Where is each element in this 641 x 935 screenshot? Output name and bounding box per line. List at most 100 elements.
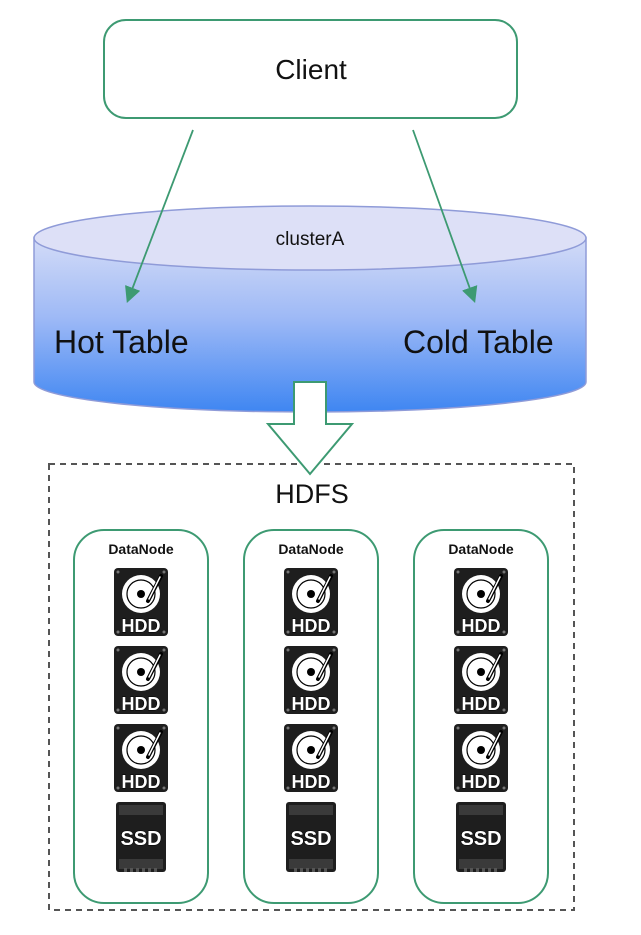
datanode-label: DataNode xyxy=(278,541,344,557)
hdd-spindle xyxy=(137,668,145,676)
storage-down-arrow-icon xyxy=(265,381,355,476)
hdd-read-arm-highlight xyxy=(148,576,161,600)
hard-disk-drive-icon: HDD xyxy=(284,646,338,715)
hdd-screw xyxy=(456,786,460,790)
hard-disk-drive-icon: HDD xyxy=(114,568,168,637)
cold-table-label: Cold Table xyxy=(403,324,554,360)
hdd-screw xyxy=(116,708,120,712)
hdd-screw xyxy=(502,630,506,634)
hdd-screw xyxy=(286,630,290,634)
ssd-connector-pin xyxy=(142,868,145,872)
ssd-connector-pin xyxy=(470,868,473,872)
hdd-spindle xyxy=(307,668,315,676)
ssd-top-strip xyxy=(119,805,163,815)
datanode-box xyxy=(243,529,379,904)
ssd-connector-pin xyxy=(318,868,321,872)
hdd-text: HDD xyxy=(122,616,161,636)
datanode-label: DataNode xyxy=(108,541,174,557)
cluster-name-label: clusterA xyxy=(276,229,345,250)
ssd-connector-pin xyxy=(312,868,315,872)
ssd-connector-pin xyxy=(154,868,157,872)
hdd-screw xyxy=(456,648,460,652)
hdd-screw xyxy=(162,708,166,712)
hdd-screw xyxy=(162,786,166,790)
hdd-platter-ring xyxy=(126,579,156,609)
hdd-text: HDD xyxy=(292,616,331,636)
ssd-body xyxy=(286,802,336,872)
hdd-screw xyxy=(162,570,166,574)
hdd-screw xyxy=(502,786,506,790)
hard-disk-drive-icon: HDD xyxy=(454,646,508,715)
hdd-text: HDD xyxy=(292,772,331,792)
hdd-read-arm-highlight xyxy=(318,654,331,678)
hdd-screw xyxy=(502,708,506,712)
ssd-top-strip xyxy=(459,805,503,815)
ssd-connector-pin xyxy=(294,868,297,872)
hdd-read-arm-highlight xyxy=(318,732,331,756)
arrow-client-to-cold-table xyxy=(412,129,478,304)
hard-disk-drive-icon: HDD xyxy=(454,724,508,793)
hdd-read-arm-highlight xyxy=(148,654,161,678)
ssd-body xyxy=(116,802,166,872)
hdd-platter-ring xyxy=(296,735,326,765)
hdd-platter-ring xyxy=(466,735,496,765)
hdd-screw xyxy=(332,726,336,730)
hdd-spindle xyxy=(307,590,315,598)
hdd-screw xyxy=(502,648,506,652)
hdd-screw xyxy=(332,708,336,712)
ssd-connector-pin xyxy=(136,868,139,872)
hdd-spindle xyxy=(307,746,315,754)
hdd-screw xyxy=(162,630,166,634)
hdd-platter-ring xyxy=(466,579,496,609)
hdd-text: HDD xyxy=(292,694,331,714)
hdd-platter-ring xyxy=(126,735,156,765)
hdd-text: HDD xyxy=(462,694,501,714)
ssd-connector-pin xyxy=(494,868,497,872)
hard-disk-drive-icon: HDD xyxy=(114,724,168,793)
ssd-connector-pin xyxy=(482,868,485,872)
hdd-screw xyxy=(116,630,120,634)
hdd-screw xyxy=(286,648,290,652)
hdd-screw xyxy=(456,630,460,634)
hdd-screw xyxy=(286,708,290,712)
hdd-text: HDD xyxy=(462,772,501,792)
hdd-platter-ring xyxy=(466,657,496,687)
hdd-text: HDD xyxy=(462,616,501,636)
hdfs-label: HDFS xyxy=(275,479,349,509)
hdd-screw xyxy=(456,708,460,712)
hdd-screw xyxy=(116,648,120,652)
ssd-connector-pin xyxy=(300,868,303,872)
ssd-connector-pin xyxy=(130,868,133,872)
hdd-screw xyxy=(456,726,460,730)
hdd-spindle xyxy=(477,590,485,598)
hdd-screw xyxy=(332,570,336,574)
solid-state-drive-icon: SSD xyxy=(116,802,166,872)
hdd-spindle xyxy=(137,590,145,598)
client-node: Client xyxy=(103,19,518,119)
hdd-platter-ring xyxy=(126,657,156,687)
ssd-top-strip xyxy=(289,805,333,815)
hdd-text: HDD xyxy=(122,772,161,792)
hard-disk-drive-icon: HDD xyxy=(284,724,338,793)
hdd-screw xyxy=(332,648,336,652)
client-label: Client xyxy=(275,54,347,85)
hdd-screw xyxy=(162,648,166,652)
hdd-read-arm-highlight xyxy=(488,576,501,600)
hot-table-label: Hot Table xyxy=(54,324,189,360)
ssd-connector-pin xyxy=(148,868,151,872)
datanode-box xyxy=(413,529,549,904)
hdd-screw xyxy=(116,726,120,730)
hdd-platter-ring xyxy=(296,579,326,609)
hdd-platter-ring xyxy=(296,657,326,687)
hdd-screw xyxy=(502,570,506,574)
datanode-box xyxy=(73,529,209,904)
cylinder-top xyxy=(33,205,587,271)
hdd-spindle xyxy=(137,746,145,754)
datanode-label: DataNode xyxy=(448,541,514,557)
hdd-screw xyxy=(456,570,460,574)
hard-disk-drive-icon: HDD xyxy=(114,646,168,715)
